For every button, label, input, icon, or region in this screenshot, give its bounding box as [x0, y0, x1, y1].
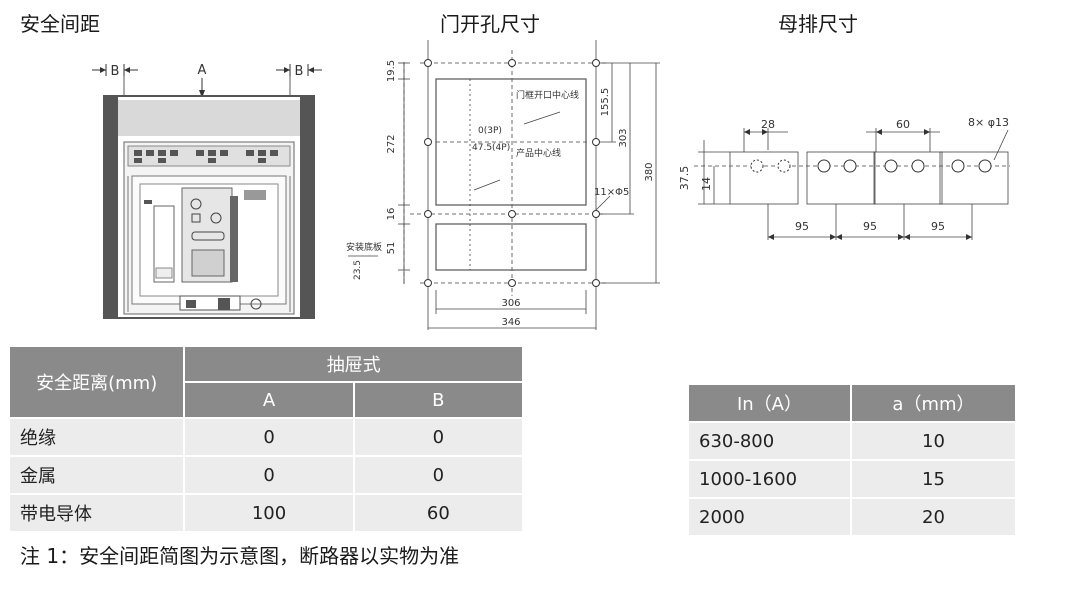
clearance-col-a: A — [183, 381, 355, 419]
door-dim-155-5: 155.5 — [600, 88, 611, 117]
door-hole-title: 门开孔尺寸 — [440, 12, 540, 36]
cell-in: 2000 — [687, 497, 852, 537]
busbar-dim-37-5: 37.5 — [678, 166, 691, 191]
busbar-spacing-3: 95 — [931, 220, 945, 233]
door-dim-272: 272 — [386, 134, 397, 153]
table-row: 1000-1600 15 — [687, 459, 1018, 499]
door-dim-306: 306 — [501, 298, 520, 309]
door-frame-center-label: 门框开口中心线 — [516, 89, 579, 101]
row-label: 绝缘 — [7, 417, 186, 457]
cell-b: 0 — [352, 455, 525, 495]
cell-in: 1000-1600 — [687, 459, 852, 499]
door-product-center-label: 产品中心线 — [516, 147, 561, 159]
busbar-dim-14: 14 — [700, 177, 713, 191]
cell-a: 10 — [849, 421, 1018, 461]
busbar-title: 母排尺寸 — [778, 12, 858, 36]
table-row: 630-800 10 — [687, 421, 1018, 461]
table-row: 绝缘 0 0 — [7, 417, 525, 457]
door-dim-380: 380 — [644, 162, 655, 181]
cell-b: 60 — [352, 493, 525, 533]
door-dim-23-5: 23.5 — [353, 260, 363, 280]
table-row: 2000 20 — [687, 497, 1018, 537]
busbar-drawing: 28 60 8× φ13 37.5 14 95 95 95 — [678, 116, 1010, 240]
cell-a: 0 — [183, 455, 355, 495]
current-table: In（A） a（mm） 630-800 10 1000-1600 15 2000… — [687, 383, 1018, 537]
table-row: 金属 0 0 — [7, 455, 525, 495]
door-dim-51: 51 — [386, 242, 397, 255]
clearance-table-corner: 安全距离(mm) — [7, 345, 186, 419]
busbar-dim-60: 60 — [896, 118, 910, 131]
door-mount-plate-label: 安装底板 — [346, 241, 382, 253]
door-offset-3p: 0(3P) — [478, 126, 502, 136]
cell-b: 0 — [352, 417, 525, 457]
clearance-label-a: A — [198, 63, 207, 78]
clearance-drawing: B B A — [92, 63, 322, 319]
clearance-title: 安全间距 — [20, 12, 100, 36]
current-col-in: In（A） — [687, 383, 852, 423]
clearance-col-b: B — [352, 381, 525, 419]
door-dim-16: 16 — [386, 208, 397, 221]
clearance-table-group: 抽屉式 — [183, 345, 524, 383]
clearance-label-b-left: B — [111, 64, 120, 79]
row-label: 带电导体 — [7, 493, 186, 533]
cell-a: 15 — [849, 459, 1018, 499]
door-holes-note: 11×Φ5 — [594, 187, 629, 198]
busbar-dim-28: 28 — [761, 118, 775, 131]
door-offset-4p: 47.5(4P) — [472, 143, 510, 153]
busbar-spacing-1: 95 — [795, 220, 809, 233]
clearance-label-b-right: B — [295, 64, 304, 79]
door-dim-303: 303 — [618, 128, 629, 147]
table-row: 带电导体 100 60 — [7, 493, 525, 533]
cell-a: 0 — [183, 417, 355, 457]
cell-a: 20 — [849, 497, 1018, 537]
row-label: 金属 — [7, 455, 186, 495]
cell-in: 630-800 — [687, 421, 852, 461]
busbar-holes-note: 8× φ13 — [968, 116, 1009, 129]
door-dim-346: 346 — [501, 317, 520, 328]
clearance-table: 安全距离(mm) 抽屉式 A B 绝缘 0 0 金属 0 0 带电导体 100 … — [7, 345, 525, 533]
footnote: 注 1：安全间距简图为示意图，断路器以实物为准 — [20, 544, 460, 568]
door-dim-19-5: 19.5 — [386, 60, 397, 82]
cell-a: 100 — [183, 493, 355, 533]
busbar-spacing-2: 95 — [863, 220, 877, 233]
door-hole-drawing: 19.5 272 16 51 155.5 303 380 306 346 11×… — [346, 40, 660, 330]
current-col-a: a（mm） — [849, 383, 1018, 423]
